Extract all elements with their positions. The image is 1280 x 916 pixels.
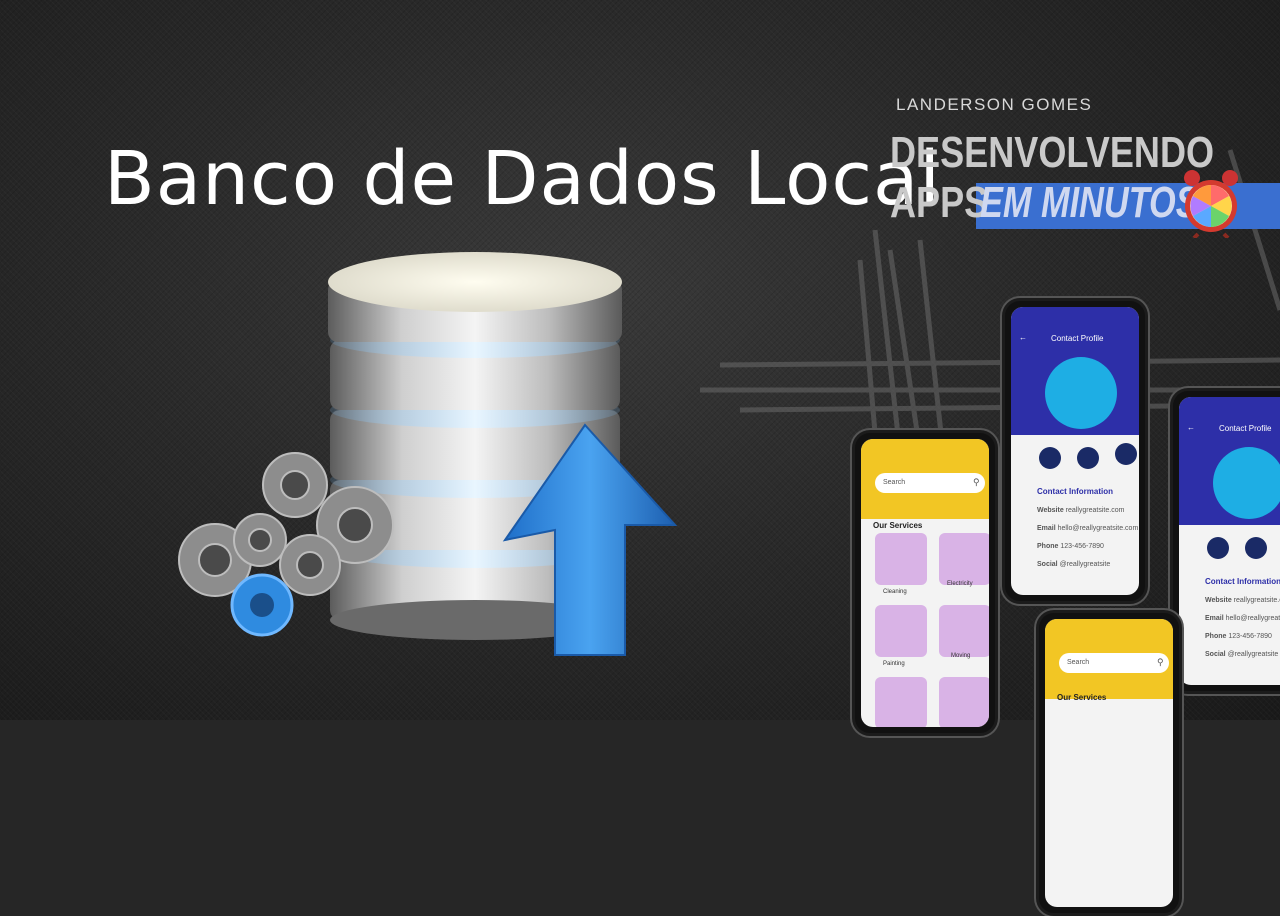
search-placeholder: Search [1067,659,1090,666]
contact-row-social: Social @reallygreatsite [1037,561,1111,568]
contact-row-website: Website reallygreatsite.com [1205,597,1280,604]
avatar [1213,447,1280,519]
contact-row-website: Website reallygreatsite.com [1037,507,1125,514]
gear-cluster-icon [178,452,394,597]
phone-icon [1207,537,1229,559]
profile-screen: ← Contact Profile Contact Information We… [1011,307,1139,595]
contact-row-email: Email hello@reallygreatsite.com [1205,615,1280,622]
search-placeholder: Search [883,479,906,486]
search-icon: ⚲ [973,477,980,487]
services-screen-bottom: Search ⚲ Our Services [1045,619,1173,907]
service-tile-moving [939,605,989,657]
chat-icon [1077,447,1099,469]
profile-title-right: Contact Profile [1219,424,1272,433]
phone-mockup-profile-right: ← Contact Profile Contact Information We… [1170,388,1280,694]
profile-screen-right: ← Contact Profile Contact Information We… [1179,397,1280,685]
contact-section-title: Contact Information [1037,487,1113,496]
brand-title-line2: APPS [890,178,989,227]
back-arrow-icon: ← [1187,423,1195,432]
brand-author: LANDERSON GOMES [896,95,1093,114]
blue-gear-icon [230,573,294,637]
phone-icon [1039,447,1061,469]
service-tile-painting [875,605,927,657]
service-tile-cleaning [875,533,927,585]
alarm-clock-icon [1184,170,1238,238]
mail-icon [1115,443,1137,465]
service-tile-extra-2 [939,677,989,727]
avatar [1045,357,1117,429]
search-input [875,473,985,493]
service-label-painting: Painting [883,661,905,667]
brand-title-line1: DESENVOLVENDO [890,128,1215,177]
phone-mockup-profile: ← Contact Profile Contact Information We… [1002,298,1148,604]
chat-icon [1245,537,1267,559]
upload-arrow-icon [502,423,678,656]
profile-title: Contact Profile [1051,334,1104,343]
search-input [1059,653,1169,673]
service-tile-electricity [939,533,989,585]
contact-section-title-right: Contact Information [1205,577,1280,586]
service-label-electricity: Electricity [947,581,973,587]
service-label-moving: Moving [951,653,971,659]
page-title: Banco de Dados Local [104,136,941,222]
brand-title-line3: EM MINUTOS [980,178,1199,227]
service-label-cleaning: Cleaning [883,589,907,595]
phone-mockup-services-bottom: Search ⚲ Our Services [1036,610,1182,916]
contact-row-email: Email hello@reallygreatsite.com [1037,525,1139,532]
services-section-title-bottom: Our Services [1057,693,1107,702]
service-tile-extra-1 [875,677,927,727]
back-arrow-icon: ← [1019,333,1027,342]
services-screen: Search ⚲ Our Services Cleaning Electrici… [861,439,989,727]
phone-mockup-services: Search ⚲ Our Services Cleaning Electrici… [852,430,998,736]
search-icon: ⚲ [1157,657,1164,667]
contact-row-social: Social @reallygreatsite [1205,651,1279,658]
database-illustration [178,252,678,656]
services-section-title: Our Services [873,521,923,530]
contact-row-phone: Phone 123-456-7890 [1205,633,1272,640]
contact-row-phone: Phone 123-456-7890 [1037,543,1104,550]
